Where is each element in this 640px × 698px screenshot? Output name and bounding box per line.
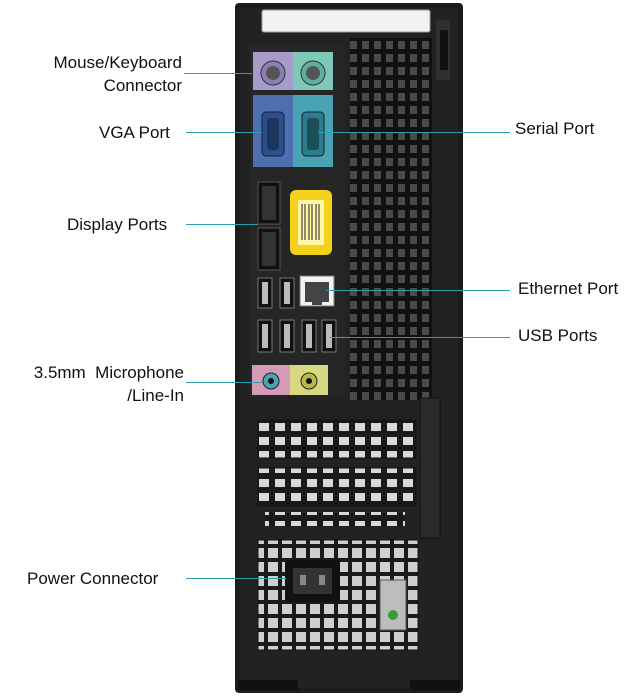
microphone-leader-line	[186, 382, 262, 383]
mouse-keyboard-label-line2: Connector	[103, 76, 182, 95]
ethernet-port-label: Ethernet Port	[518, 279, 619, 298]
display-ports-leader-line	[186, 224, 258, 225]
vga-label: VGA Port	[99, 123, 170, 142]
serial-port-label: Serial Port	[515, 119, 595, 138]
expansion-slot-1	[257, 419, 417, 459]
side-latch	[419, 397, 441, 539]
power-connector-label: Power Connector	[27, 569, 159, 588]
vga-leader-line	[186, 132, 262, 133]
top-label-sticker	[261, 9, 431, 33]
mouse-keyboard-leader-line	[184, 73, 252, 74]
mouse-keyboard-label: Mouse/Keyboard Connector	[20, 51, 182, 97]
display-ports-label: Display Ports	[67, 215, 168, 234]
expansion-slot-2	[257, 467, 417, 507]
serial-leader-line	[318, 132, 510, 133]
vent-grille	[350, 38, 432, 400]
microphone-label: 3.5mm Microphone /Line-In	[2, 361, 184, 407]
microphone-label-line2: /Line-In	[127, 386, 184, 405]
microphone-label-line1: 3.5mm Microphone	[33, 363, 184, 382]
ethernet-leader-line	[326, 290, 510, 291]
mouse-keyboard-label-line1: Mouse/Keyboard	[53, 53, 182, 72]
usb-leader-line	[330, 337, 510, 338]
usb-ports-label: USB Ports	[518, 326, 598, 345]
psu-status-led	[388, 610, 398, 620]
power-connector-leader-line	[186, 578, 286, 579]
